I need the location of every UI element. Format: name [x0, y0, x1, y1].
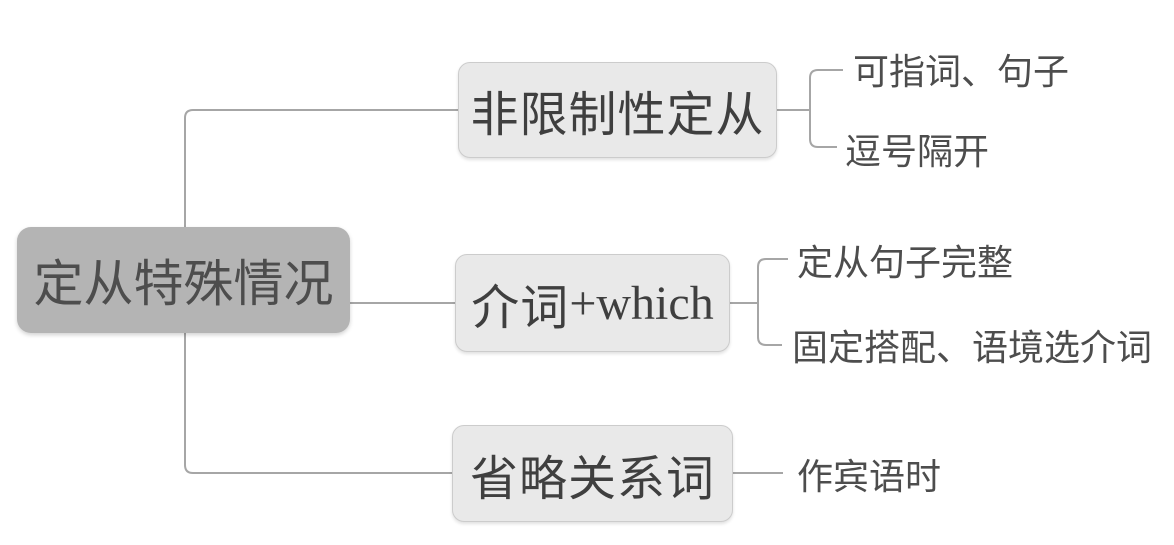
- branch-node-label: 省略关系词: [469, 452, 715, 506]
- root-node-label: 定从特殊情况: [33, 256, 334, 312]
- branch-node-nonrestrictive-clause[interactable]: 非限制性定从: [458, 62, 777, 158]
- leaf-topic-as-object[interactable]: 作宾语时: [797, 456, 942, 497]
- branch-node-omit-relative-word[interactable]: 省略关系词: [452, 425, 733, 522]
- leaf-topic-clause-complete[interactable]: 定从句子完整: [797, 242, 1014, 283]
- connector-branch1-fork: [809, 69, 843, 148]
- branch-node-prep-plus-which[interactable]: 介词+which: [455, 254, 730, 352]
- leaf-topic-comma-separated[interactable]: 逗号隔开: [845, 131, 990, 172]
- branch-node-label-latin: +which: [569, 276, 714, 330]
- branch-node-label: 非限制性定从: [470, 89, 765, 142]
- branch-node-label-cjk: 介词: [471, 282, 570, 335]
- root-node[interactable]: 定从特殊情况: [17, 227, 350, 333]
- connector-branch2-fork: [757, 258, 788, 346]
- leaf-topic-fixed-collocation-context[interactable]: 固定搭配、语境选介词: [792, 327, 1153, 368]
- leaf-topic-refer-word-or-sentence[interactable]: 可指词、句子: [853, 51, 1070, 92]
